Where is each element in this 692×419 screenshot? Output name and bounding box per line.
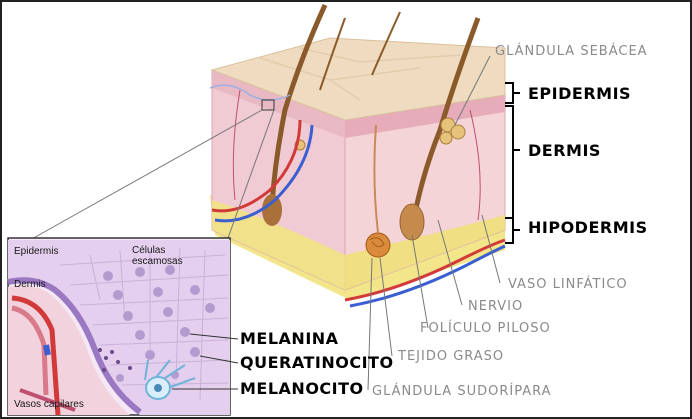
- pointer-queratinocito: [200, 356, 238, 363]
- pointer-melanina: [190, 334, 238, 339]
